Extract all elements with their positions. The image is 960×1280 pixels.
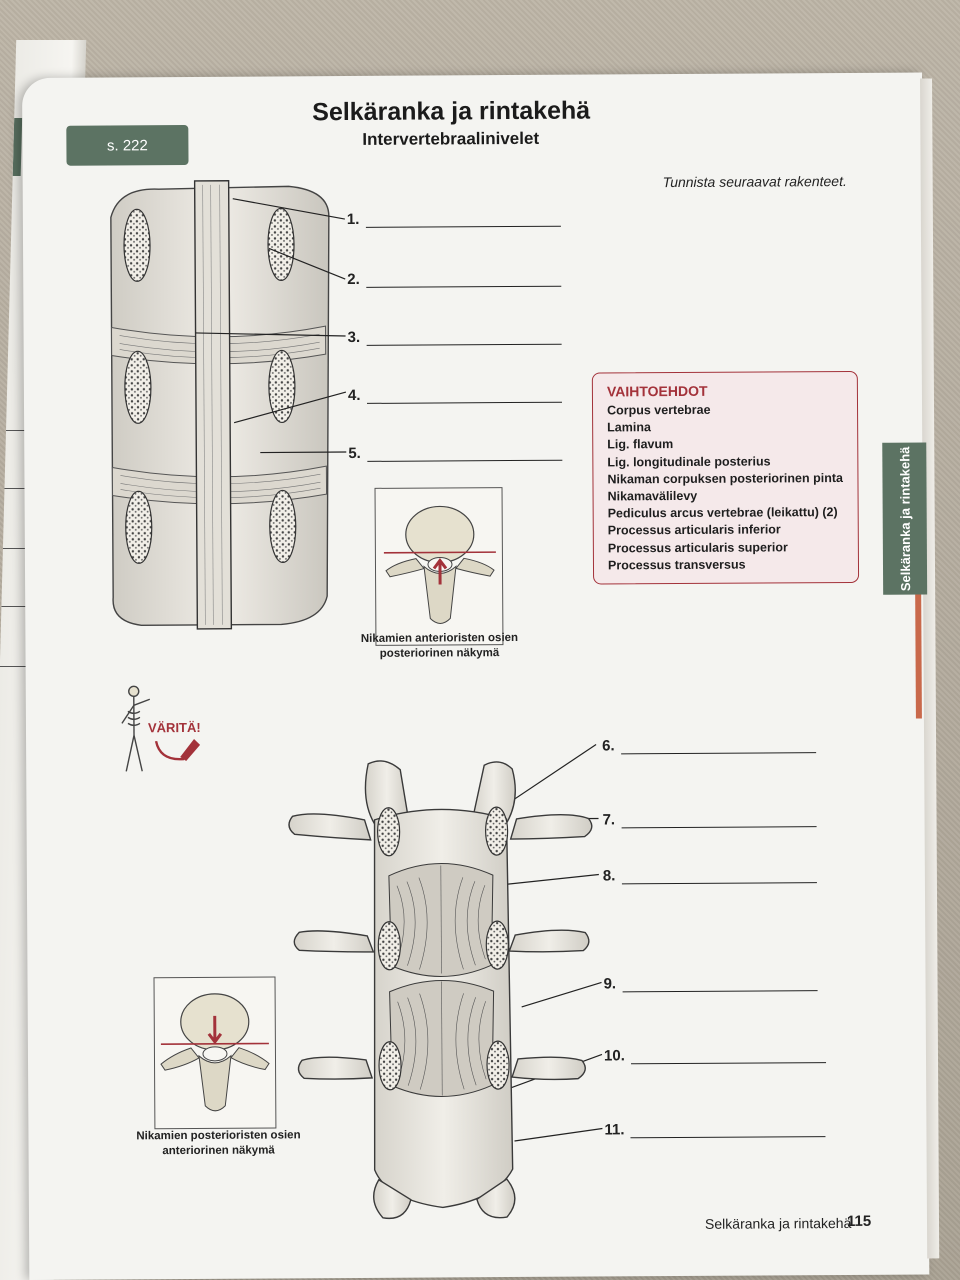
answer-line[interactable] xyxy=(366,327,562,346)
label-number: 7. xyxy=(602,811,616,829)
answer-line[interactable] xyxy=(366,385,562,404)
answer-slot-9[interactable]: 9. xyxy=(603,971,818,993)
label-number: 2. xyxy=(347,270,360,289)
label-number: 6. xyxy=(602,737,615,755)
options-title: VAIHTOEHDOT xyxy=(606,382,708,400)
bottom-inset-figure xyxy=(153,976,277,1130)
label-number: 4. xyxy=(347,386,361,405)
option-item: Processus transversus xyxy=(607,557,746,573)
answer-line[interactable] xyxy=(621,810,817,829)
footer-section: Selkäranka ja rintakehä xyxy=(704,1214,852,1232)
label-number: 5. xyxy=(348,444,361,463)
chapter-side-stripe xyxy=(915,594,922,719)
bottom-inset-caption: Nikamien posterioristen osien anteriorin… xyxy=(136,1129,301,1158)
option-item: Lamina xyxy=(607,420,651,435)
label-number: 9. xyxy=(603,975,617,993)
answer-line[interactable] xyxy=(621,866,817,885)
answer-line[interactable] xyxy=(365,209,561,228)
pencil-icon xyxy=(154,738,201,762)
top-inset-figure xyxy=(374,487,504,646)
answer-slot-11[interactable]: 11. xyxy=(604,1117,826,1139)
top-inset-caption: Nikamien anterioristen osien posteriorin… xyxy=(360,631,519,660)
label-number: 1. xyxy=(346,210,360,229)
option-item: Processus articularis inferior xyxy=(607,522,781,538)
options-box: VAIHTOEHDOT Corpus vertebrae Lamina Lig.… xyxy=(591,370,860,585)
vertebral-arches-anterior-illustration xyxy=(288,760,593,1220)
answer-slot-6[interactable]: 6. xyxy=(602,733,816,754)
answer-slot-5[interactable]: 5. xyxy=(348,441,562,462)
answer-slot-3[interactable]: 3. xyxy=(348,325,562,346)
label-number: 8. xyxy=(602,867,616,885)
option-item: Nikaman corpuksen posteriorinen pinta xyxy=(607,470,843,487)
chapter-side-tab: Selkäranka ja rintakehä xyxy=(882,442,928,595)
skeleton-mascot-icon xyxy=(121,685,151,772)
vertebra-superior-view-illustration xyxy=(160,993,270,1112)
option-item: Lig. flavum xyxy=(607,437,674,452)
option-item: Nikamavälilevy xyxy=(607,488,698,504)
label-number: 11. xyxy=(604,1121,625,1139)
answer-slot-10[interactable]: 10. xyxy=(604,1043,826,1064)
answer-line[interactable] xyxy=(630,1046,826,1065)
answer-slot-4[interactable]: 4. xyxy=(348,383,562,404)
answer-line[interactable] xyxy=(366,443,562,462)
answer-slot-2[interactable]: 2. xyxy=(347,267,561,288)
answer-line[interactable] xyxy=(622,974,818,993)
vertebra-superior-view-illustration xyxy=(383,505,496,624)
page-number: 115 xyxy=(846,1212,872,1230)
previous-page-tab xyxy=(12,118,23,176)
label-number: 10. xyxy=(603,1047,625,1065)
option-item: Corpus vertebrae xyxy=(606,402,711,418)
answer-line[interactable] xyxy=(620,736,816,755)
answer-line[interactable] xyxy=(365,269,561,288)
vertebral-column-posterior-illustration xyxy=(110,180,330,630)
label-number: 3. xyxy=(347,328,361,347)
option-item: Processus articularis superior xyxy=(607,539,788,556)
option-item: Pediculus arcus vertebrae (leikattu) (2) xyxy=(607,505,838,521)
workbook-page: s. 222 Selkäranka ja rintakehä Intervert… xyxy=(22,72,940,1280)
answer-slot-1[interactable]: 1. xyxy=(347,207,561,228)
answer-line[interactable] xyxy=(630,1120,826,1139)
answer-slot-7[interactable]: 7. xyxy=(602,807,817,829)
option-item: Lig. longitudinale posterius xyxy=(607,454,771,470)
answer-slot-8[interactable]: 8. xyxy=(603,863,817,884)
